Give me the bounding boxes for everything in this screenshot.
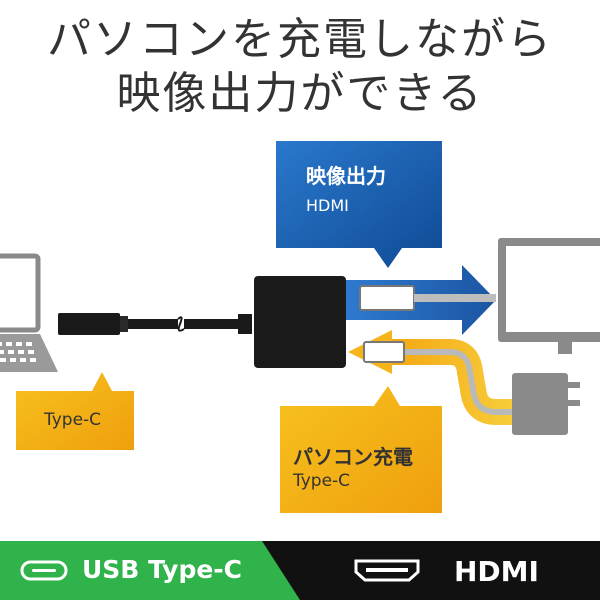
adapter-body bbox=[254, 276, 346, 368]
callout-charging-subtitle: Type-C bbox=[293, 471, 351, 491]
bottom-bar-usb-label: USB Type-C bbox=[82, 555, 243, 584]
hdmi-port-icon bbox=[354, 559, 420, 582]
charger-icon bbox=[512, 373, 580, 435]
callout-usb-c-label: Type-C bbox=[44, 410, 102, 430]
callout-hdmi-title: 映像出力 bbox=[306, 164, 386, 188]
callout-pc-charging bbox=[280, 386, 442, 513]
callout-hdmi-output bbox=[276, 141, 442, 268]
headline-line-1: パソコンを充電しながら bbox=[47, 14, 553, 65]
laptop-icon bbox=[0, 253, 58, 372]
callout-usb-c bbox=[16, 372, 134, 450]
bottom-bar-usb-section bbox=[0, 541, 300, 600]
monitor-icon bbox=[498, 238, 600, 354]
usb-c-port-icon bbox=[20, 560, 68, 581]
usb-c-cable bbox=[58, 313, 252, 335]
headline-line-2: 映像出力ができる bbox=[116, 68, 484, 119]
bottom-bar-hdmi-label: HDMI bbox=[454, 555, 539, 588]
hdmi-output-arrow bbox=[346, 265, 496, 335]
charging-arrow bbox=[348, 330, 512, 425]
callout-charging-title: パソコン充電 bbox=[293, 445, 413, 469]
bottom-bar bbox=[0, 541, 600, 600]
callout-hdmi-subtitle: HDMI bbox=[306, 196, 349, 215]
